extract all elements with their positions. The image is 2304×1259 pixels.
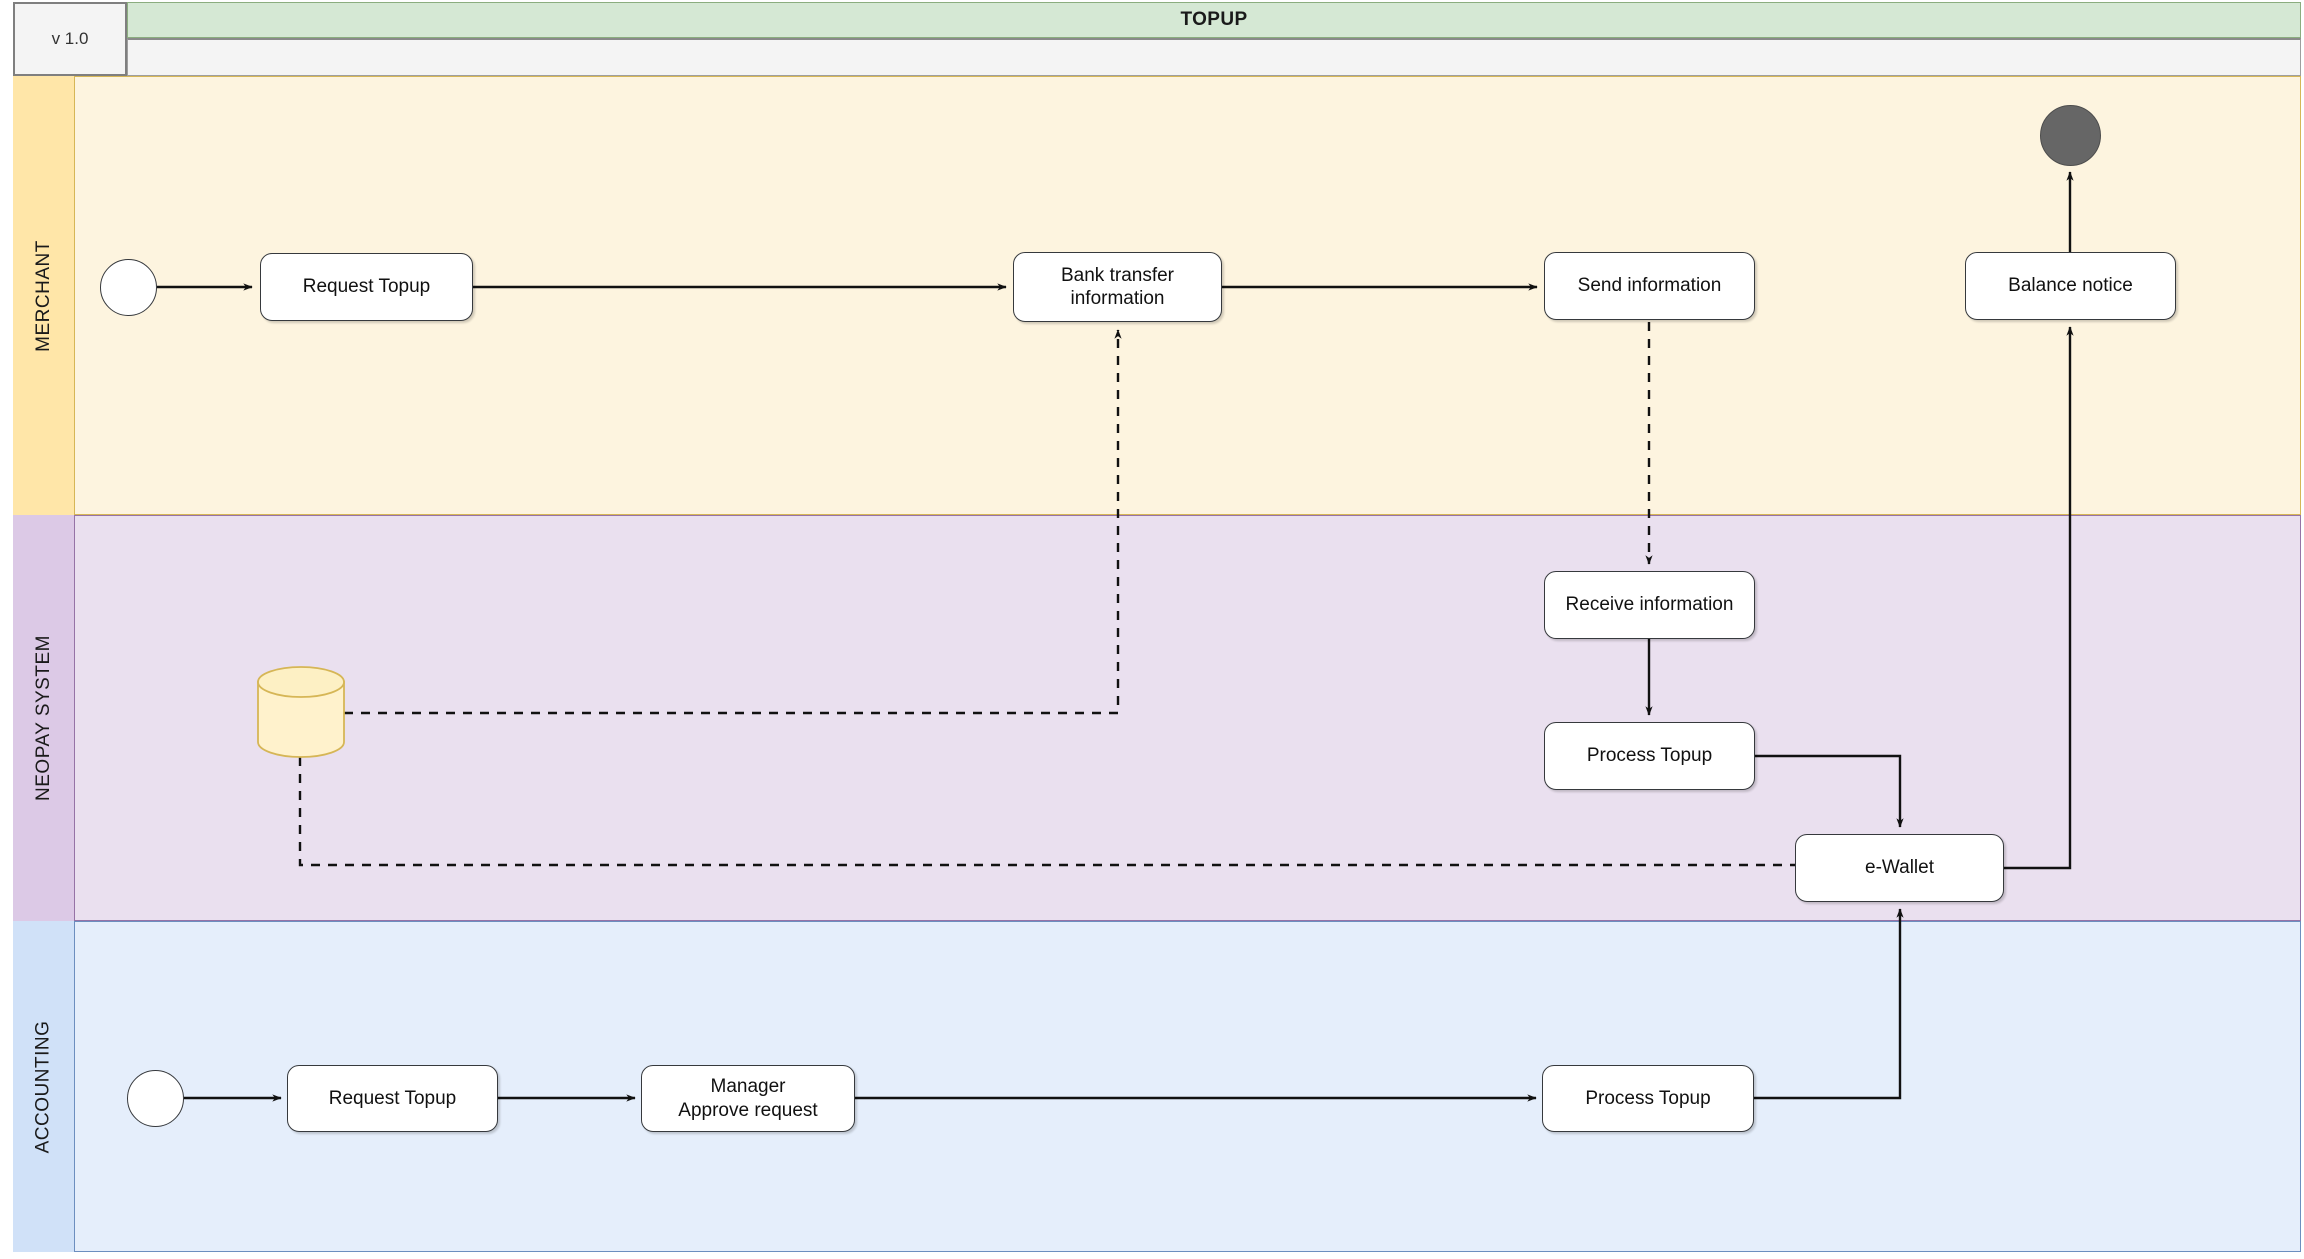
- task-manager-approve-request[interactable]: Manager Approve request: [641, 1065, 855, 1132]
- task-manager-approve-request-label-line1: Manager: [710, 1076, 786, 1098]
- accounting-start-event[interactable]: [127, 1070, 184, 1127]
- merchant-start-event[interactable]: [100, 259, 157, 316]
- task-accounting-request-topup-label: Request Topup: [328, 1087, 457, 1109]
- task-send-information-label: Send information: [1577, 275, 1722, 297]
- lane-accounting-label: ACCOUNTING: [32, 1020, 54, 1153]
- task-accounting-process-topup[interactable]: Process Topup: [1542, 1065, 1754, 1132]
- lane-accounting: ACCOUNTING: [13, 921, 2301, 1252]
- page-title: TOPUP: [1180, 9, 1248, 30]
- task-ewallet-label: e-Wallet: [1865, 857, 1934, 879]
- task-merchant-request-topup[interactable]: Request Topup: [260, 253, 473, 321]
- task-receive-information-label: Receive information: [1565, 594, 1734, 616]
- task-bank-transfer-information-label-line2: information: [1070, 288, 1165, 309]
- task-send-information[interactable]: Send information: [1544, 252, 1755, 320]
- version-label: v 1.0: [51, 29, 89, 48]
- task-merchant-request-topup-label: Request Topup: [302, 276, 431, 298]
- lane-accounting-header: ACCOUNTING: [13, 921, 75, 1252]
- task-accounting-request-topup[interactable]: Request Topup: [287, 1065, 498, 1132]
- task-balance-notice[interactable]: Balance notice: [1965, 252, 2176, 320]
- task-manager-approve-request-label-line2: Approve request: [678, 1099, 818, 1121]
- task-receive-information[interactable]: Receive information: [1544, 571, 1755, 639]
- task-accounting-process-topup-label: Process Topup: [1585, 1087, 1711, 1109]
- task-bank-transfer-information-label-line1: Bank transfer: [1061, 264, 1174, 286]
- task-balance-notice-label: Balance notice: [2008, 275, 2133, 297]
- task-neopay-process-topup-label: Process Topup: [1586, 745, 1713, 767]
- lane-merchant-label: MERCHANT: [32, 239, 54, 352]
- lane-neopay-system-header: NEOPAY SYSTEM: [13, 515, 75, 921]
- version-box: v 1.0: [13, 2, 127, 76]
- merchant-end-event[interactable]: [2040, 105, 2101, 166]
- task-ewallet[interactable]: e-Wallet: [1795, 834, 2004, 902]
- pool-subtitle-band: [127, 38, 2301, 76]
- pool-title-band: TOPUP: [127, 2, 2301, 38]
- task-neopay-process-topup[interactable]: Process Topup: [1544, 722, 1755, 790]
- lane-neopay-system-label: NEOPAY SYSTEM: [32, 635, 54, 801]
- data-store-icon[interactable]: [256, 666, 346, 758]
- task-bank-transfer-information[interactable]: Bank transfer information: [1013, 252, 1222, 322]
- lane-merchant-header: MERCHANT: [13, 76, 75, 515]
